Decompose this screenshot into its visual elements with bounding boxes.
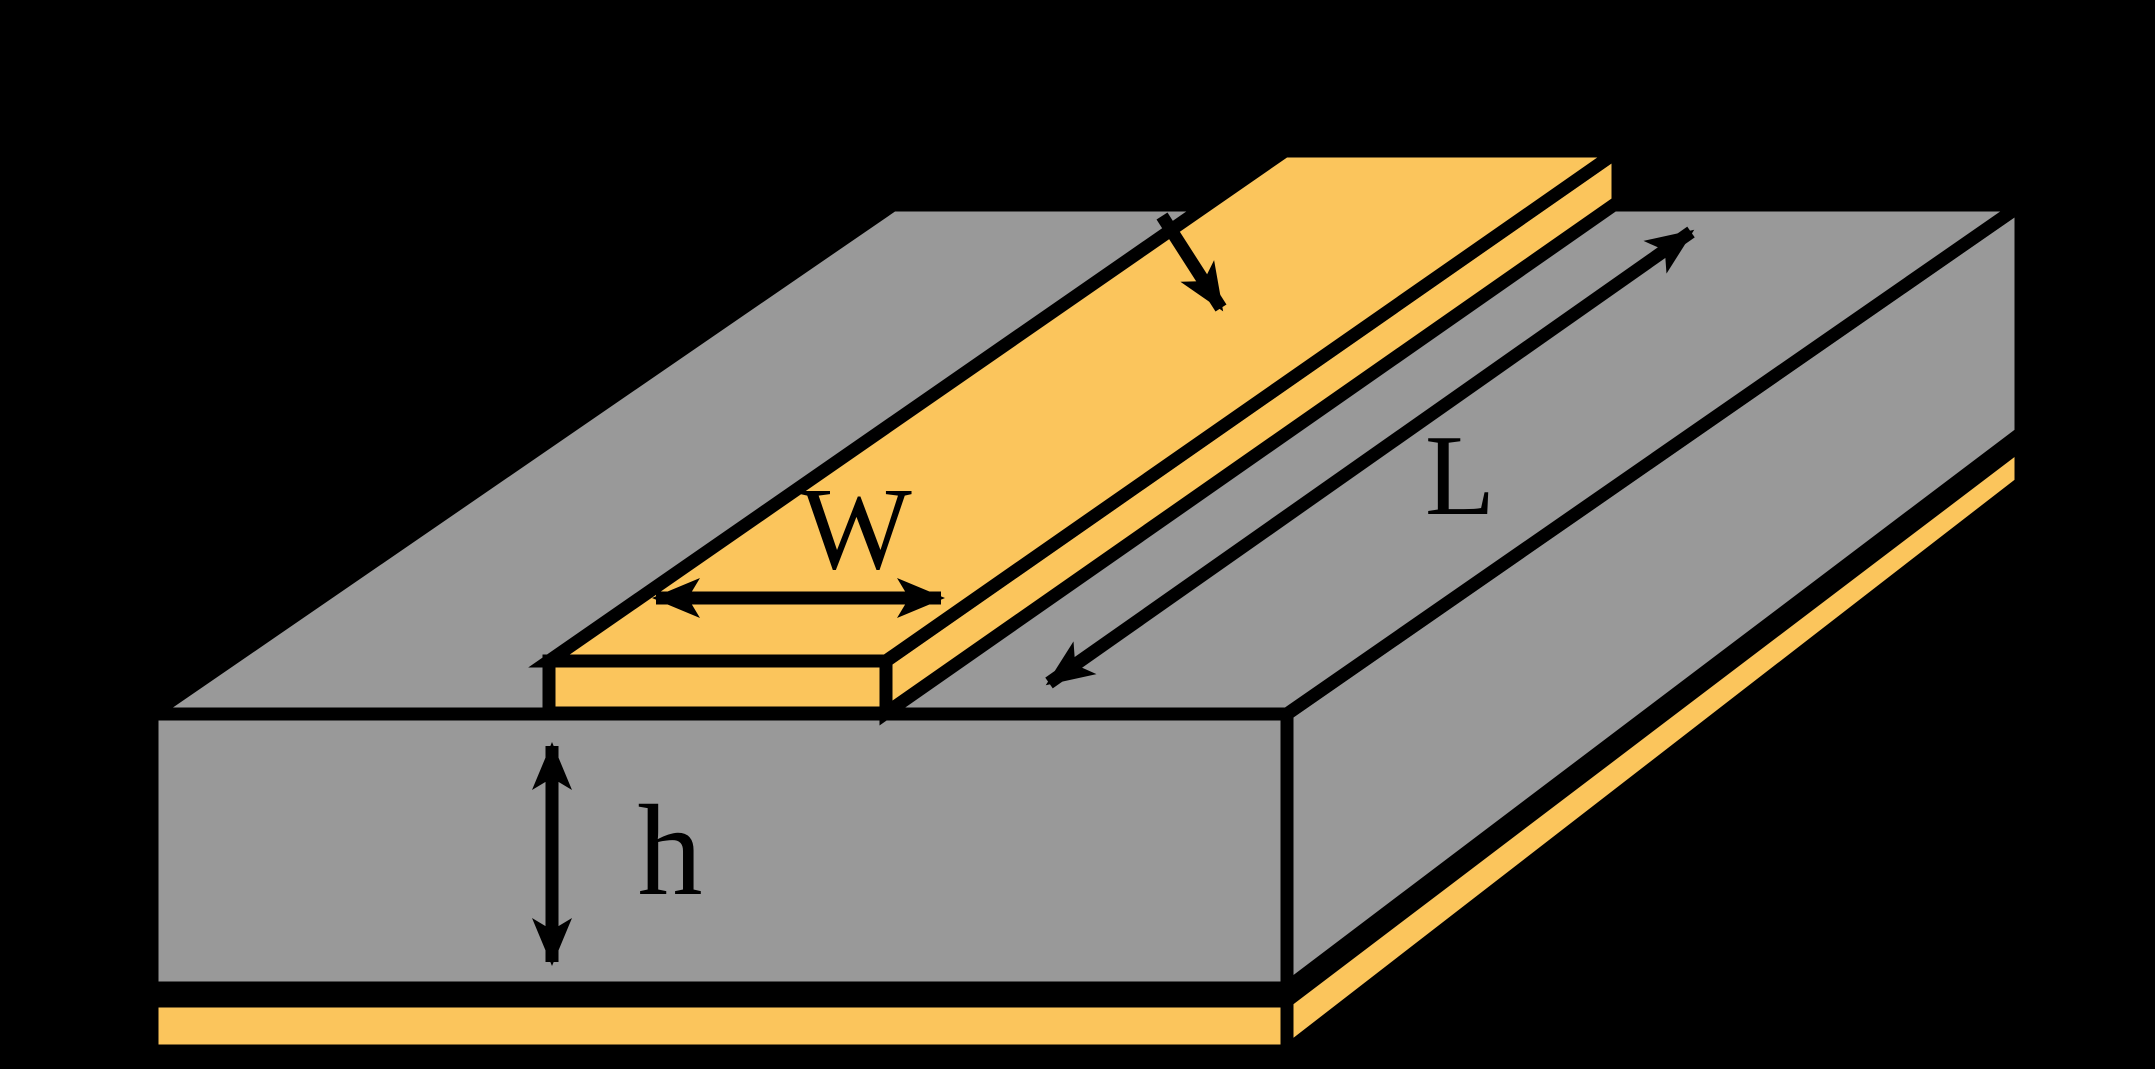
length-label: L bbox=[1425, 412, 1495, 539]
width-label: W bbox=[800, 463, 912, 594]
strip-front-face bbox=[542, 654, 893, 720]
ground-plane-front-face bbox=[145, 994, 1294, 1058]
ground-plane-right-face bbox=[1280, 430, 2028, 1065]
height-label: h bbox=[638, 779, 703, 923]
substrate-front-face bbox=[145, 707, 1294, 995]
length-arrow bbox=[1045, 226, 1695, 689]
